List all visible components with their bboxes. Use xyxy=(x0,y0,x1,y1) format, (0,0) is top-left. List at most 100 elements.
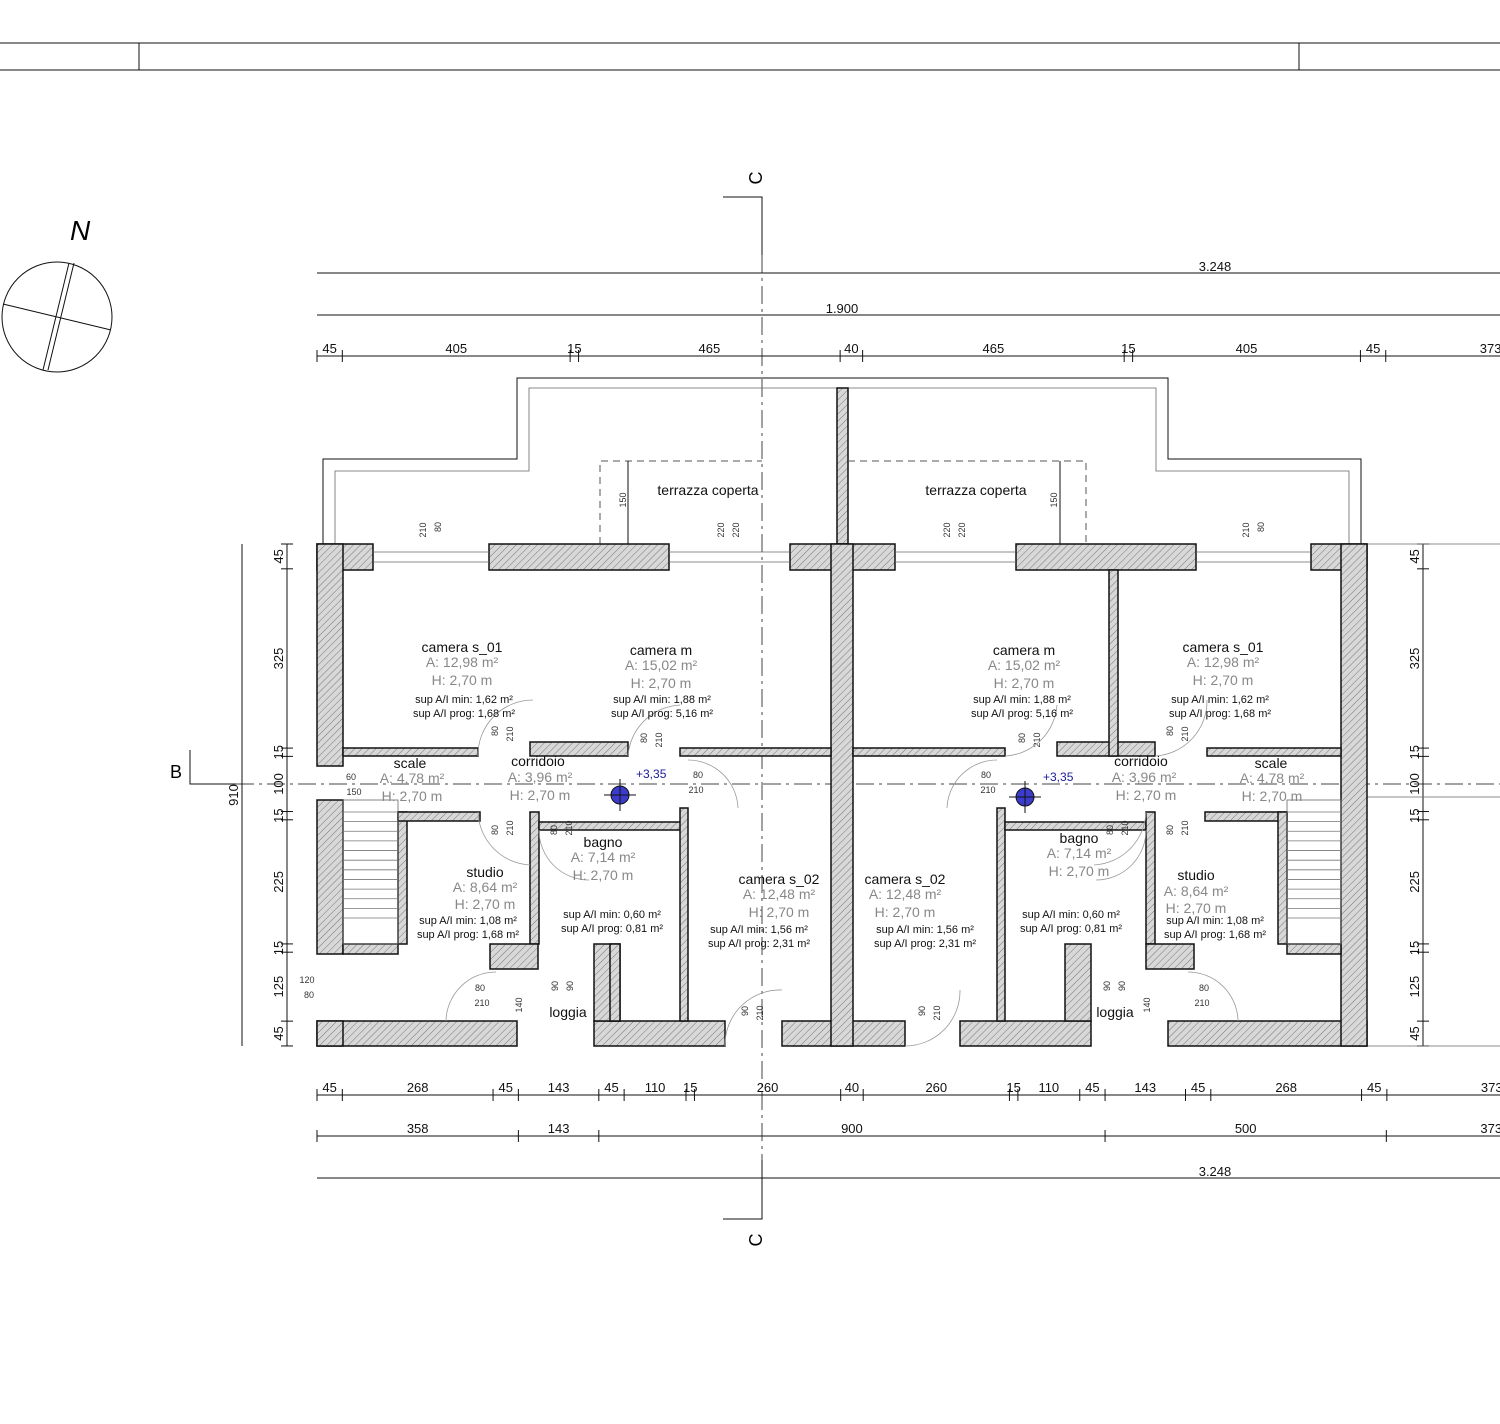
dim-label: 45 xyxy=(1407,1026,1422,1040)
room-studio-right: studio A: 8,64 m² H: 2,70 m sup A/I min:… xyxy=(1164,867,1267,941)
dim-label: 900 xyxy=(841,1121,863,1136)
dim-label: 225 xyxy=(1407,871,1422,893)
level-marker-left: +3,35 xyxy=(604,767,667,811)
dim-sub-top: 1.900 xyxy=(826,301,859,316)
walls xyxy=(316,543,1368,1047)
svg-text:60: 60 xyxy=(346,772,356,782)
room-bagno-left: bagno A: 7,14 m² H: 2,70 m sup A/I min: … xyxy=(561,834,663,935)
svg-text:90: 90 xyxy=(1102,981,1112,991)
svg-text:A: 12,98 m²: A: 12,98 m² xyxy=(1187,654,1260,670)
svg-text:sup A/I min: 1,62 m²: sup A/I min: 1,62 m² xyxy=(415,694,513,706)
svg-text:220: 220 xyxy=(942,522,952,537)
dim-label: 325 xyxy=(271,648,286,670)
svg-text:210: 210 xyxy=(505,820,515,835)
svg-text:sup A/I min: 0,60 m²: sup A/I min: 0,60 m² xyxy=(563,909,661,921)
door-swings xyxy=(445,699,1239,1047)
dim-label: 15 xyxy=(1407,808,1422,822)
svg-text:90: 90 xyxy=(917,1006,927,1016)
svg-text:80: 80 xyxy=(433,522,443,532)
svg-text:A: 3,96 m²: A: 3,96 m² xyxy=(1112,769,1177,785)
svg-text:210: 210 xyxy=(932,1005,942,1020)
room-loggia-right: loggia xyxy=(1096,1004,1134,1020)
svg-text:90: 90 xyxy=(550,981,560,991)
north-arrow: N xyxy=(1,215,113,373)
svg-text:A: 4,78 m²: A: 4,78 m² xyxy=(380,770,445,786)
room-bagno-right: bagno A: 7,14 m² H: 2,70 m sup A/I min: … xyxy=(1020,830,1122,935)
svg-text:210: 210 xyxy=(1180,820,1190,835)
dim-label: 125 xyxy=(1407,976,1422,998)
dim-label: 260 xyxy=(925,1080,947,1095)
svg-text:220: 220 xyxy=(957,522,967,537)
svg-text:sup A/I min: 1,08 m²: sup A/I min: 1,08 m² xyxy=(1166,915,1264,927)
room-scale-right: scale A: 4,78 m² H: 2,70 m xyxy=(1240,755,1305,804)
dim-label: 45 xyxy=(1085,1080,1099,1095)
section-c-marker-bottom: C xyxy=(723,1160,766,1247)
svg-text:80: 80 xyxy=(490,726,500,736)
svg-text:H: 2,70 m: H: 2,70 m xyxy=(1116,787,1177,803)
dim-label: 15 xyxy=(271,808,286,822)
dim-label: 15 xyxy=(683,1080,697,1095)
dim-label: 465 xyxy=(698,341,720,356)
svg-text:220: 220 xyxy=(731,522,741,537)
svg-text:210: 210 xyxy=(1241,522,1251,537)
svg-text:210: 210 xyxy=(418,522,428,537)
room-loggia-left: loggia xyxy=(549,1004,587,1020)
windows-north xyxy=(373,551,1311,563)
dim-label: 373 xyxy=(1481,1080,1500,1095)
section-b-marker: B xyxy=(170,750,236,785)
svg-text:H: 2,70 m: H: 2,70 m xyxy=(455,896,516,912)
svg-text:80: 80 xyxy=(1165,726,1175,736)
level-label-left: +3,35 xyxy=(636,767,667,781)
dim-label: 125 xyxy=(271,976,286,998)
room-camera-s01-left: camera s_01 A: 12,98 m² H: 2,70 m sup A/… xyxy=(413,639,515,720)
svg-text:sup A/I min: 1,56 m²: sup A/I min: 1,56 m² xyxy=(876,924,974,936)
svg-text:220: 220 xyxy=(716,522,726,537)
dim-label: 110 xyxy=(1038,1080,1059,1095)
svg-text:scale: scale xyxy=(394,755,427,771)
svg-text:H: 2,70 m: H: 2,70 m xyxy=(432,672,493,688)
svg-text:210: 210 xyxy=(688,785,703,795)
dim-overall-bottom: 3.248 xyxy=(1199,1164,1232,1179)
dim-label: 325 xyxy=(1407,648,1422,670)
dim-label: 100 xyxy=(1407,773,1422,795)
level-marker-right: +3,35 xyxy=(1009,770,1074,813)
svg-text:210: 210 xyxy=(1194,998,1209,1008)
svg-text:H: 2,70 m: H: 2,70 m xyxy=(510,787,571,803)
dim-label: 45 xyxy=(498,1080,512,1095)
terrace-depth-left: 150 xyxy=(618,492,628,507)
svg-text:80: 80 xyxy=(475,983,485,993)
dim-label: 143 xyxy=(548,1080,570,1095)
dim-label: 225 xyxy=(271,871,286,893)
room-camera-m-left: camera m A: 15,02 m² H: 2,70 m sup A/I m… xyxy=(611,642,713,720)
svg-text:H: 2,70 m: H: 2,70 m xyxy=(573,867,634,883)
svg-text:90: 90 xyxy=(1117,981,1127,991)
dim-label: 373 xyxy=(1480,341,1500,356)
svg-text:80: 80 xyxy=(1017,733,1027,743)
dim-label: 100 xyxy=(271,773,286,795)
svg-text:sup A/I min: 1,88 m²: sup A/I min: 1,88 m² xyxy=(613,694,711,706)
dim-label: 45 xyxy=(1366,341,1380,356)
svg-text:corridoio: corridoio xyxy=(1114,753,1168,769)
room-studio-left: studio A: 8,64 m² H: 2,70 m sup A/I min:… xyxy=(417,864,519,941)
svg-text:120: 120 xyxy=(299,975,314,985)
svg-text:sup A/I prog: 5,16 m²: sup A/I prog: 5,16 m² xyxy=(971,708,1073,720)
svg-text:H: 2,70 m: H: 2,70 m xyxy=(1193,672,1254,688)
section-c-label-top: C xyxy=(746,172,766,185)
svg-text:A: 12,98 m²: A: 12,98 m² xyxy=(426,654,499,670)
dim-label: 45 xyxy=(1191,1080,1205,1095)
svg-text:80: 80 xyxy=(549,825,559,835)
svg-text:80: 80 xyxy=(1165,825,1175,835)
room-camera-s02-right: camera s_02 A: 12,48 m² H: 2,70 m sup A/… xyxy=(865,871,977,950)
room-camera-m-right: camera m A: 15,02 m² H: 2,70 m sup A/I m… xyxy=(971,642,1073,720)
dim-label: 358 xyxy=(407,1121,429,1136)
svg-text:sup A/I prog: 5,16 m²: sup A/I prog: 5,16 m² xyxy=(611,708,713,720)
svg-text:camera s_02: camera s_02 xyxy=(865,871,946,887)
svg-text:H: 2,70 m: H: 2,70 m xyxy=(1242,788,1303,804)
svg-text:sup A/I min: 0,60 m²: sup A/I min: 0,60 m² xyxy=(1022,909,1120,921)
dim-label: 373 xyxy=(1480,1121,1500,1136)
svg-text:H: 2,70 m: H: 2,70 m xyxy=(749,904,810,920)
dim-label: 15 xyxy=(271,941,286,955)
svg-text:camera m: camera m xyxy=(630,642,692,658)
